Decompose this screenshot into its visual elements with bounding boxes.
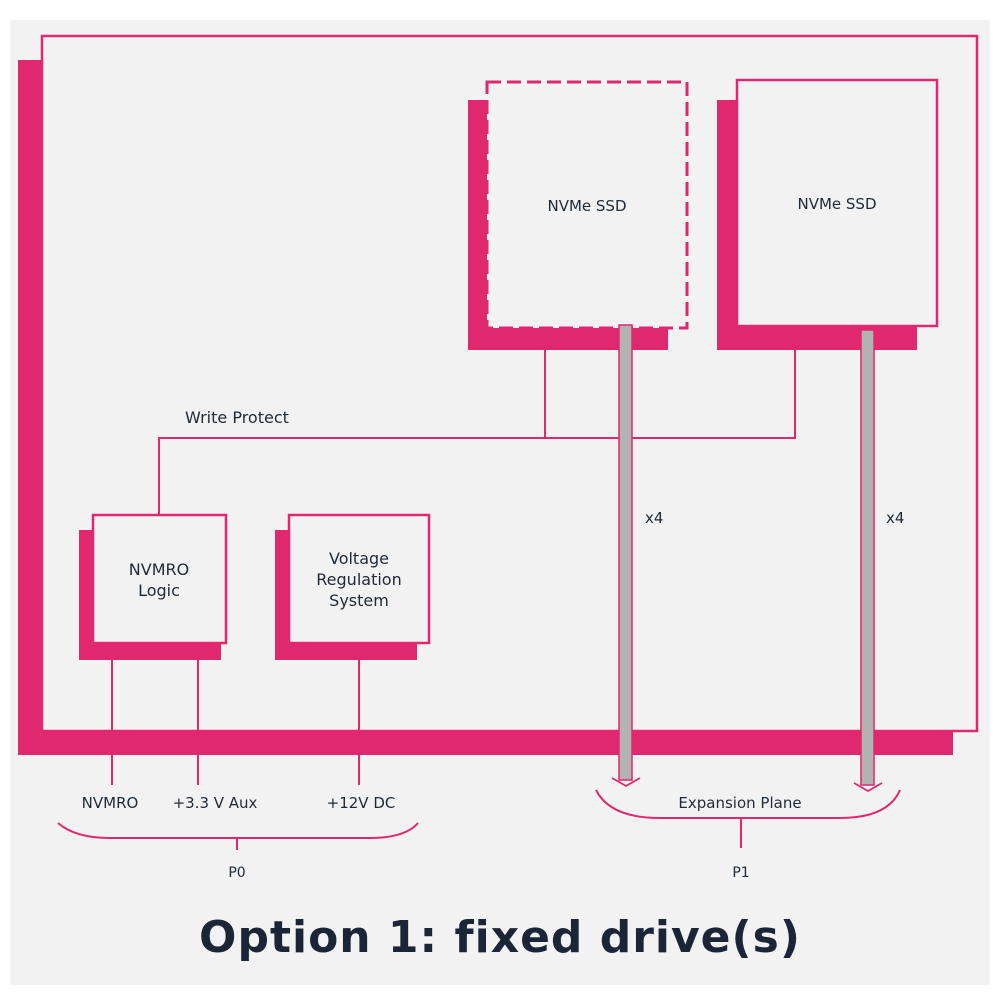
vreg-label-line2: Regulation [316,570,401,589]
bus-1 [618,324,633,781]
expansion-plane-label: Expansion Plane [678,794,801,812]
logic-label-line1: NVMRO [129,560,189,579]
p0-brace [57,822,419,839]
drive-1-label: NVMe SSD [547,197,626,215]
p0-label: P0 [228,865,245,881]
voltage-regulation-block [287,513,431,645]
write-protect-label: Write Protect [185,408,289,427]
p1-brace [595,789,901,819]
bus-1-arrow [611,777,641,788]
p1-label: P1 [732,865,749,881]
bus-2 [860,329,875,786]
drive-1 [485,80,689,330]
drive-2-label: NVMe SSD [797,195,876,213]
logic-label-line2: Logic [138,581,180,600]
nvmro-logic-block [91,513,228,645]
drive-2 [735,78,939,328]
pin-label-nvmro: NVMRO [82,794,139,812]
vreg-label-line3: System [329,591,389,610]
bus-2-arrow [853,782,883,793]
bus-1-width-label: x4 [645,509,663,527]
pin-label-dc: +12V DC [327,794,396,812]
diagram-title: Option 1: fixed drive(s) [199,912,801,963]
bus-2-width-label: x4 [886,509,904,527]
vreg-label-line1: Voltage [329,549,389,568]
write-protect-line [158,350,546,515]
pin-label-aux: +3.3 V Aux [173,794,258,812]
